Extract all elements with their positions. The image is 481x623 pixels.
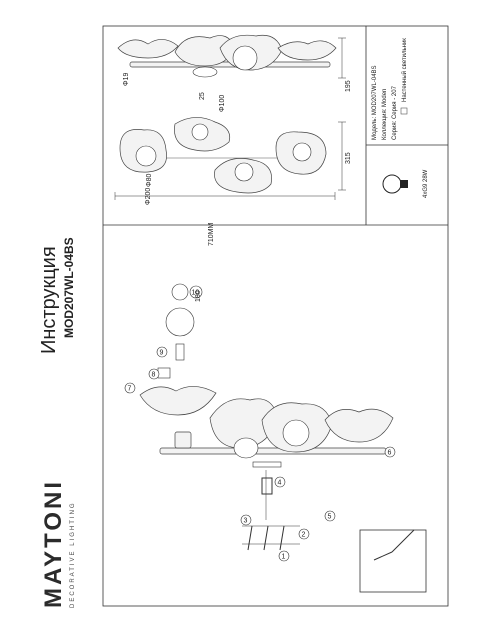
rotation-angle: 180 xyxy=(195,290,202,302)
step-4: 4 xyxy=(278,480,282,487)
step-1-marker xyxy=(278,550,290,562)
step-7: 7 xyxy=(128,386,132,393)
spec-model: Модель: MOD207WL-04BS xyxy=(372,65,378,140)
spec-series: Серия: Серия - 207 xyxy=(392,85,398,140)
step-2-marker xyxy=(298,528,310,540)
dim-diam-100: Φ100 xyxy=(219,95,226,112)
step-1: 1 xyxy=(282,554,286,561)
dim-depth: 315 xyxy=(345,152,352,164)
step-7-marker xyxy=(124,382,136,394)
side-view xyxy=(117,34,346,79)
step-4-marker xyxy=(274,476,286,488)
bulb-spec: 4xG9 28W xyxy=(423,169,429,198)
step-2: 2 xyxy=(302,532,306,539)
assembly-view xyxy=(139,283,427,593)
step-5: 5 xyxy=(328,514,332,521)
step-9-marker xyxy=(156,346,168,358)
step-5-marker xyxy=(324,510,336,522)
step-3: 3 xyxy=(244,518,248,525)
step-markers: 1 2 3 4 5 6 7 8 9 10 xyxy=(124,285,396,562)
bulb-icon xyxy=(382,174,408,194)
dim-offset-25: 25 xyxy=(199,92,206,100)
drawing-frame xyxy=(102,25,449,607)
spec-type: Настенный светильник xyxy=(401,38,408,102)
step-6: 6 xyxy=(388,450,392,457)
dim-diam-200: Φ200 xyxy=(145,188,152,205)
dim-diam-80: Φ80 xyxy=(146,174,153,187)
dim-diam-19: Φ19 xyxy=(123,73,130,86)
spec-collection: Коллекция: Moden xyxy=(382,89,388,140)
step-8: 8 xyxy=(152,372,156,379)
step-10-marker xyxy=(189,285,203,299)
dim-width: 710MM xyxy=(208,222,215,246)
step-3-marker xyxy=(240,514,252,526)
dim-height: 195 xyxy=(345,80,352,92)
step-6-marker xyxy=(384,446,396,458)
step-10: 10 xyxy=(192,290,200,297)
step-9: 9 xyxy=(160,350,164,357)
type-icon xyxy=(400,107,408,115)
step-8-marker xyxy=(148,368,160,380)
top-view xyxy=(114,117,346,200)
